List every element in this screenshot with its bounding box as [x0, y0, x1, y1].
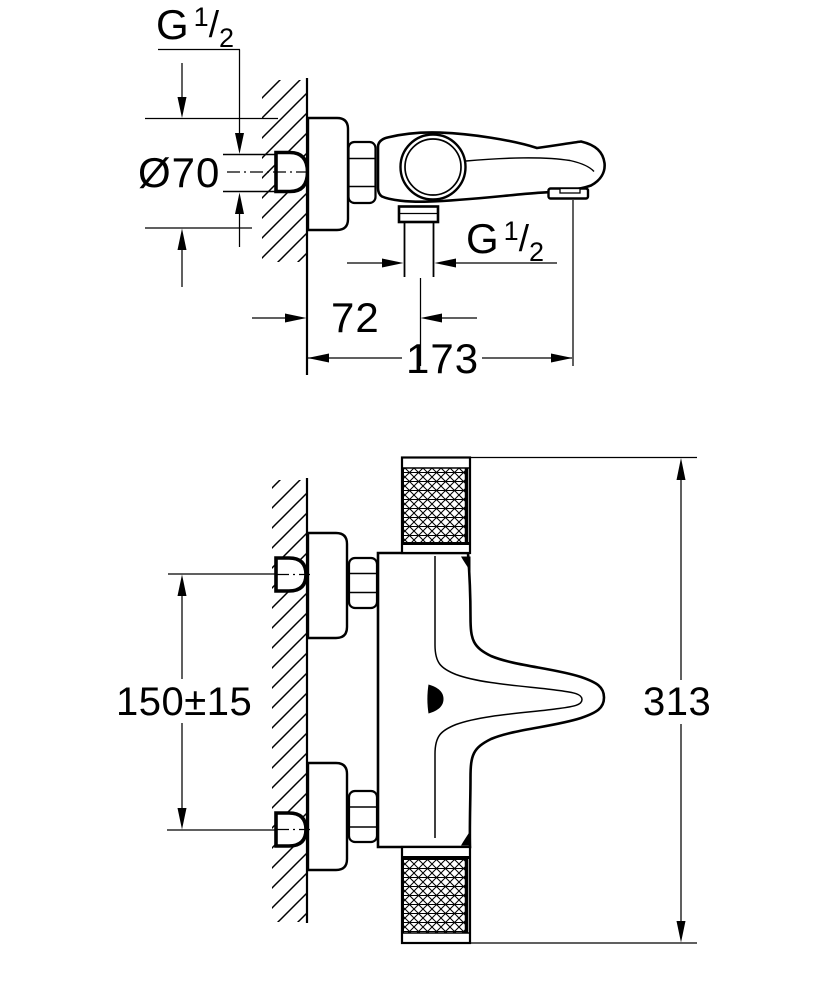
arrowhead-down: [177, 97, 187, 118]
lower-inlet: [274, 761, 379, 872]
arrowhead-left: [434, 258, 456, 268]
arrowhead-up: [235, 192, 244, 214]
dimension-72: [252, 278, 477, 366]
side-view-dimensions: [145, 48, 574, 366]
handle-top-inner-ring: [404, 138, 462, 196]
thread-numerator: 1: [503, 216, 519, 246]
front-view-dimensions: [167, 456, 697, 944]
thread-slash: /: [208, 4, 219, 45]
overall-height-label: 313: [643, 680, 712, 724]
arrowhead-right: [382, 258, 404, 268]
thread-denominator: 2: [528, 237, 545, 267]
escutcheon: [306, 761, 349, 872]
wall-to-outlet-label: 72: [331, 294, 380, 341]
thread-letter: G: [156, 1, 191, 48]
aerator: [547, 187, 590, 200]
arrowhead-up: [676, 458, 686, 480]
arrowhead-right: [285, 313, 307, 323]
dimension-173: [307, 200, 574, 366]
side-view: [223, 78, 606, 375]
shower-outlet-connection: [397, 205, 440, 277]
thread-slash: /: [518, 218, 529, 259]
wall-connection-fitting: [223, 150, 312, 194]
extension-lines: [167, 573, 277, 831]
arrowhead-up: [177, 228, 187, 250]
escutcheon: [306, 531, 349, 640]
thread-numerator: 1: [193, 2, 209, 32]
arrowhead-down: [676, 921, 686, 943]
arrowhead-down: [177, 808, 187, 830]
water-drop-icon: [427, 684, 444, 714]
spout-inner-contour: [434, 556, 583, 838]
flange-diameter-label: Ø70: [138, 149, 221, 196]
front-view: [272, 456, 606, 945]
arrowhead-left: [307, 353, 329, 363]
mixer-body: [376, 551, 606, 849]
handle-top-outline: [399, 133, 467, 201]
dimension-overall-height: [468, 456, 697, 944]
extension-lines: [468, 456, 697, 944]
lower-knurled-handle: [400, 845, 472, 945]
knurl-texture: [403, 857, 468, 934]
upper-inlet: [274, 531, 379, 640]
thread-denominator: 2: [218, 23, 235, 53]
hex-nut: [347, 140, 377, 205]
dimension-inlet-centers: [167, 573, 277, 831]
arrowhead-up: [177, 574, 187, 596]
knurl-texture: [403, 467, 468, 544]
upper-knurled-handle: [400, 456, 472, 555]
thread-letter: G: [466, 215, 501, 262]
arrowhead-right: [551, 353, 573, 363]
wall-hatching: [272, 480, 307, 922]
arrowhead-left: [420, 313, 442, 323]
hex-nut: [347, 556, 379, 610]
hex-nut: [347, 789, 379, 844]
upper-indicator-mark: [461, 556, 471, 572]
dimension-flange-diameter: [145, 63, 278, 287]
spout-contour-line: [465, 157, 595, 172]
wall-to-spout-end-label: 173: [406, 335, 480, 382]
escutcheon: [306, 116, 350, 232]
inlet-centers-label: 150±15: [116, 680, 253, 724]
dimension-thread-outlet: [347, 258, 557, 268]
arrowhead-down: [235, 133, 244, 154]
lower-indicator-mark: [461, 830, 471, 846]
